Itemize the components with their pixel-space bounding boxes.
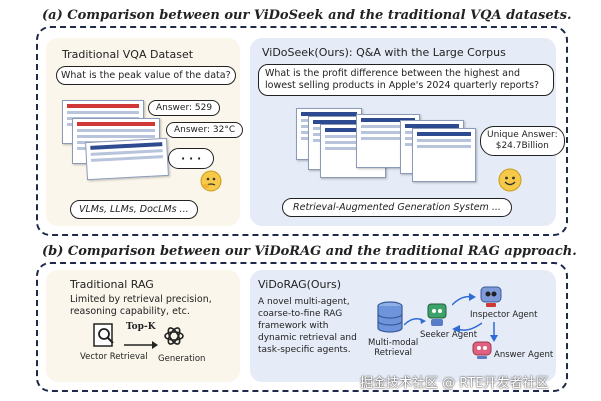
answer-agent-label: Answer Agent xyxy=(494,350,554,360)
topk-arrow xyxy=(124,334,158,349)
inspector-to-seeker-arrow xyxy=(452,318,483,333)
rag-system-box: Retrieval-Augmented Generation System ..… xyxy=(282,198,512,217)
topk-text: Top-K xyxy=(126,322,156,332)
traditional-rag-panel xyxy=(46,270,240,382)
unique-answer-value: $24.7Billion xyxy=(495,141,549,151)
generation-label: Generation xyxy=(158,354,206,364)
vidorag-title: ViDoRAG(Ours) xyxy=(258,278,342,291)
vidoseek-title: ViDoSeek(Ours): Q&A with the Large Corpu… xyxy=(262,46,506,59)
seeker-robot-icon xyxy=(424,300,450,328)
unique-answer-label: Unique Answer: xyxy=(487,130,558,140)
magnifier-doc-icon xyxy=(92,322,118,348)
answer-robot-icon xyxy=(470,338,494,360)
vidorag-description: A novel multi-agent, coarse-to-fine RAG … xyxy=(258,297,357,355)
section-b-frame xyxy=(36,262,568,392)
section-a-title: (a) Comparison between our ViDoSeek and … xyxy=(42,8,572,23)
database-icon xyxy=(376,300,404,334)
seeker-to-inspector-arrow xyxy=(451,292,476,306)
inspector-to-answer-arrow xyxy=(488,322,500,342)
vector-retrieval-label: Vector Retrieval xyxy=(80,352,148,362)
emoji-smile-icon xyxy=(498,168,522,192)
traditional-vqa-title: Traditional VQA Dataset xyxy=(62,48,194,61)
models-box: VLMs, LLMs, DocLMs ... xyxy=(70,200,198,219)
corpus-document xyxy=(412,128,476,182)
topk-label: Top-K xyxy=(126,322,156,332)
traditional-rag-description: Limited by retrieval precision, reasonin… xyxy=(70,294,212,317)
multimodal-retrieval-label: Multi-modal Retrieval xyxy=(368,338,418,358)
section-a-frame xyxy=(36,26,568,236)
traditional-rag-title: Traditional RAG xyxy=(70,278,154,291)
openai-logo-icon xyxy=(162,324,186,348)
answer-bubble-2: Answer: 32°C xyxy=(166,122,244,138)
db-to-seeker-arrow xyxy=(403,312,426,326)
vidoseek-question-bubble: What is the profit difference between th… xyxy=(258,64,554,96)
unique-answer-bubble: Unique Answer: $24.7Billion xyxy=(480,126,565,156)
multimodal-line1: Multi-modal xyxy=(368,338,419,348)
multimodal-line2: Retrieval xyxy=(374,348,413,358)
section-b-title: (b) Comparison between our ViDoRAG and t… xyxy=(42,244,577,259)
seeker-agent-label: Seeker Agent xyxy=(420,330,478,340)
inspector-agent-label: Inspector Agent xyxy=(470,310,538,320)
vqa-question-bubble: What is the peak value of the data? xyxy=(56,66,236,85)
vidorag-panel xyxy=(250,270,556,382)
thinking-dots-bubble: · · · xyxy=(168,148,215,169)
watermark: 掘金技术社区 @ RTE开发者社区 xyxy=(360,376,549,391)
chart-document xyxy=(85,137,169,181)
answer-bubble-1: Answer: 529 xyxy=(148,100,221,116)
emoji-thinking-icon xyxy=(200,170,222,192)
inspector-robot-icon xyxy=(478,284,504,308)
